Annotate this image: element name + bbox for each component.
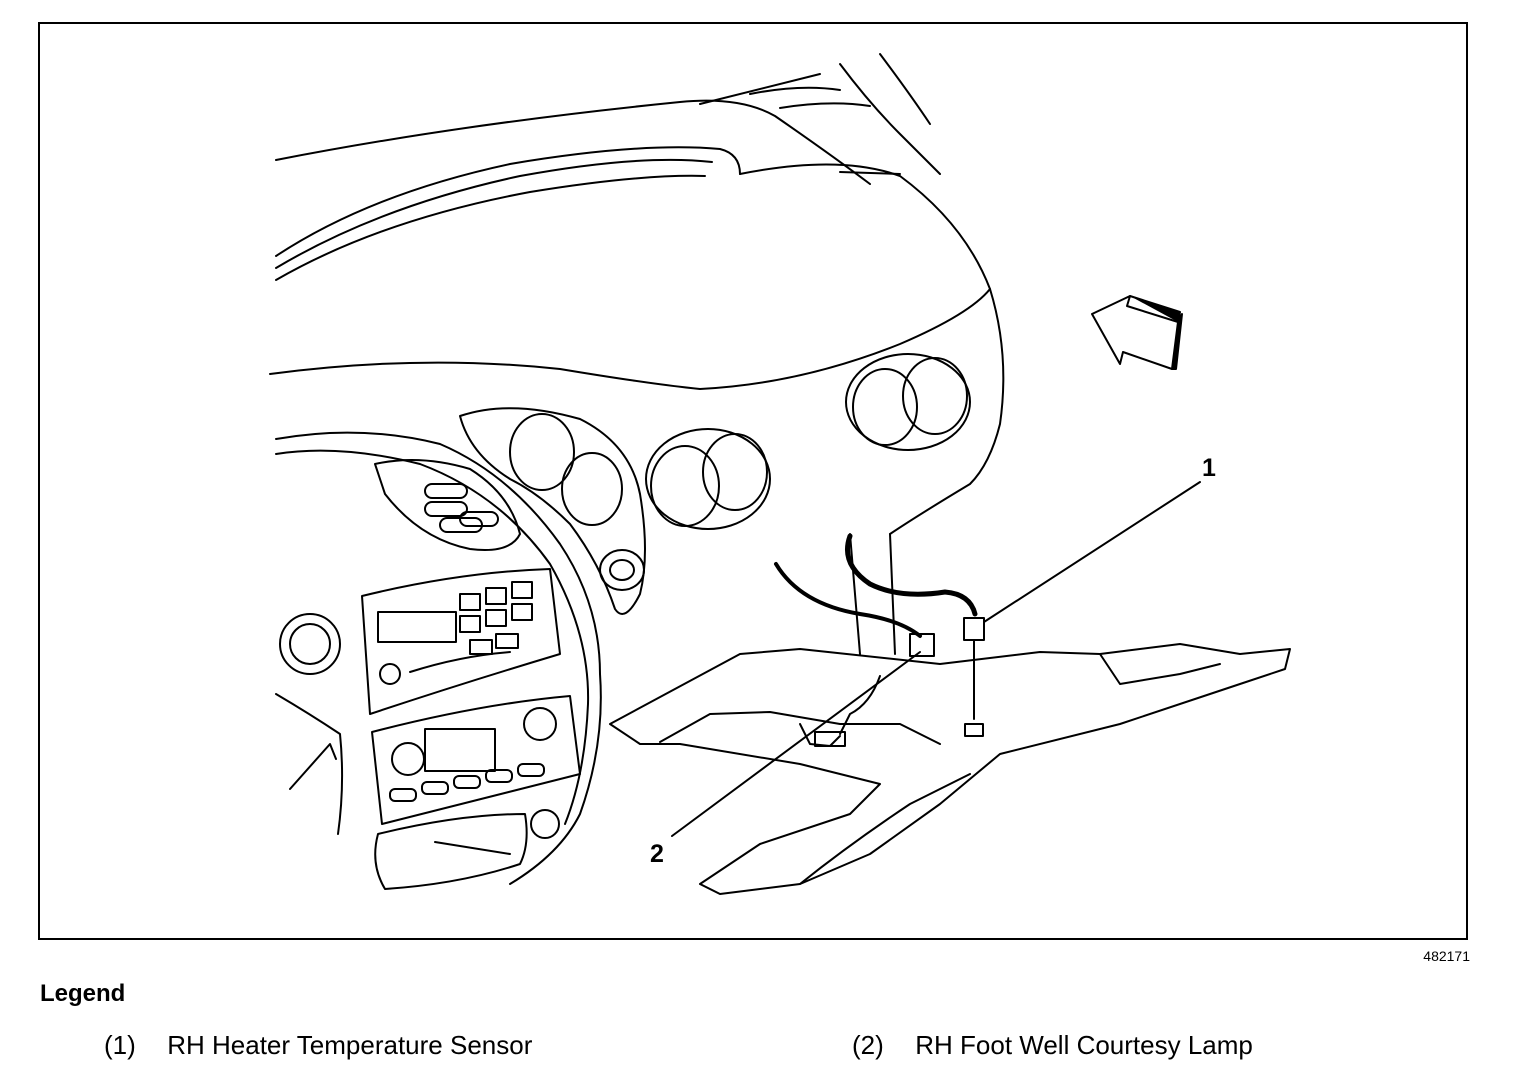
callout-label-2: 2 bbox=[650, 840, 664, 868]
air-vent-center bbox=[459, 407, 646, 615]
figure-frame: 1 2 bbox=[38, 22, 1468, 940]
legend-item-number: (1) bbox=[104, 1030, 136, 1060]
switch-panel bbox=[374, 459, 521, 551]
callout-leaders bbox=[671, 481, 1201, 837]
view-direction-arrow-icon bbox=[1091, 295, 1183, 370]
dash-top-outline bbox=[275, 53, 941, 281]
legend-title: Legend bbox=[40, 980, 126, 1007]
legend-item-2: (2) RH Foot Well Courtesy Lamp bbox=[852, 1030, 1253, 1061]
radio-unit bbox=[361, 568, 561, 715]
instrument-cluster-outline bbox=[275, 431, 602, 885]
climate-control-unit bbox=[371, 695, 581, 825]
legend-item-label: RH Foot Well Courtesy Lamp bbox=[915, 1030, 1253, 1060]
dash-body-outline bbox=[269, 163, 1005, 535]
floor-panel bbox=[609, 643, 1291, 895]
legend-item-number: (2) bbox=[852, 1030, 884, 1060]
legend-item-label: RH Heater Temperature Sensor bbox=[167, 1030, 533, 1060]
left-panel-edge bbox=[275, 693, 344, 835]
air-vent-right-2 bbox=[845, 353, 971, 451]
callout-label-1: 1 bbox=[1202, 454, 1216, 482]
dashboard-illustration bbox=[269, 53, 1291, 895]
wiring-harness bbox=[774, 533, 985, 747]
figure-id-number: 482171 bbox=[1423, 948, 1470, 964]
legend-item-1: (1) RH Heater Temperature Sensor bbox=[104, 1030, 532, 1061]
ashtray-bin bbox=[374, 809, 560, 890]
air-vent-right-1 bbox=[645, 428, 771, 530]
